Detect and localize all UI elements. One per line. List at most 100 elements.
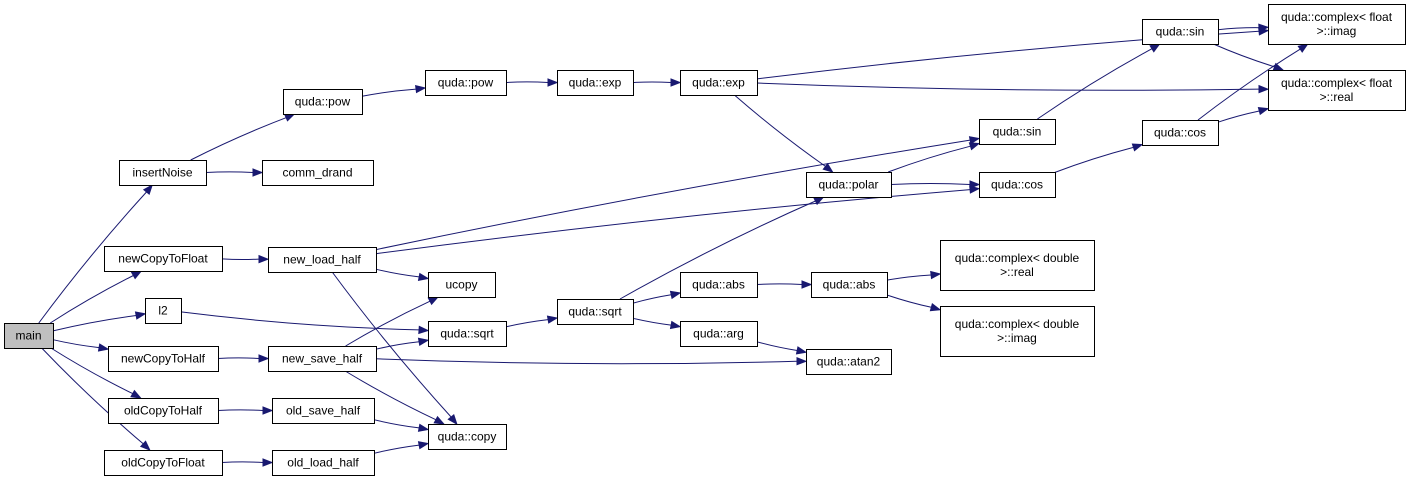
node-old_load_half[interactable]: old_load_half	[272, 450, 375, 476]
node-comm_drand[interactable]: comm_drand	[262, 160, 374, 186]
node-label: >::real	[1320, 90, 1354, 104]
edge-new_save_half-to-atan2	[375, 356, 808, 366]
node-label: new_load_half	[283, 253, 361, 267]
node-cf_real[interactable]: quda::complex< float>::real	[1268, 70, 1406, 111]
arrow-head-icon	[547, 78, 559, 87]
edge-polar-to-cos1	[890, 180, 981, 189]
edge-new_load_half-to-ucopy	[375, 268, 430, 282]
edge-old_save_half-to-copy	[373, 419, 430, 432]
node-box	[283, 89, 363, 115]
node-abs1[interactable]: quda::abs	[680, 272, 758, 298]
node-sqrt1[interactable]: quda::sqrt	[428, 321, 507, 347]
edge-line	[619, 200, 816, 300]
node-box	[1268, 4, 1406, 45]
node-box	[272, 450, 375, 476]
edge-exp2-to-cf_real	[756, 82, 1270, 94]
node-box	[680, 272, 758, 298]
node-old_save_half[interactable]: old_save_half	[272, 398, 375, 424]
node-atan2[interactable]: quda::atan2	[806, 349, 892, 375]
edge-pow2-to-exp1	[505, 78, 559, 87]
arrow-head-icon	[968, 136, 981, 145]
node-sin1[interactable]: quda::sin	[979, 119, 1056, 145]
edge-line	[375, 268, 420, 278]
edge-insertNoise-to-pow1	[190, 113, 296, 161]
node-box	[104, 246, 223, 272]
node-new_save_half[interactable]: new_save_half	[268, 346, 377, 372]
arrow-head-icon	[139, 440, 151, 451]
edge-line	[41, 347, 144, 445]
node-main[interactable]: main	[4, 323, 54, 349]
arrow-head-icon	[258, 254, 270, 264]
edge-line	[1197, 48, 1301, 121]
node-box	[428, 321, 507, 347]
node-insertNoise[interactable]: insertNoise	[119, 160, 207, 186]
node-label: quda::atan2	[817, 355, 881, 369]
node-arg[interactable]: quda::arg	[680, 321, 758, 347]
arrow-head-icon	[969, 185, 981, 194]
node-box	[104, 450, 223, 476]
node-label: >::real	[1000, 265, 1034, 279]
arrow-head-icon	[262, 458, 274, 467]
edge-newCopyToFloat-to-new_load_half	[221, 254, 270, 264]
node-new_load_half[interactable]: new_load_half	[268, 247, 377, 273]
node-label: quda::pow	[438, 76, 494, 90]
node-label: quda::complex< float	[1281, 76, 1393, 90]
node-box	[940, 306, 1095, 357]
node-ucopy[interactable]: ucopy	[428, 272, 496, 298]
edge-line	[1217, 110, 1260, 123]
node-box	[119, 160, 207, 186]
edge-line	[52, 339, 100, 349]
node-cd_real[interactable]: quda::complex< double>::real	[940, 240, 1095, 291]
node-sqrt2[interactable]: quda::sqrt	[557, 299, 634, 325]
node-label: quda::complex< float	[1281, 10, 1393, 24]
node-label: quda::complex< double	[955, 251, 1080, 265]
edge-line	[190, 117, 287, 161]
edge-line	[888, 145, 971, 173]
node-polar[interactable]: quda::polar	[806, 172, 892, 198]
node-label: oldCopyToFloat	[121, 456, 205, 470]
edge-sqrt2-to-abs1	[632, 290, 682, 304]
node-pow2[interactable]: quda::pow	[425, 70, 507, 96]
node-cos1[interactable]: quda::cos	[979, 172, 1056, 198]
node-cd_imag[interactable]: quda::complex< double>::imag	[940, 306, 1095, 357]
node-pow1[interactable]: quda::pow	[283, 89, 363, 115]
edge-line	[217, 357, 260, 359]
node-oldCopyToHalf[interactable]: oldCopyToHalf	[108, 398, 219, 424]
edge-main-to-insertNoise	[38, 183, 154, 324]
edge-abs1-to-abs2	[756, 280, 813, 289]
edge-line	[205, 171, 254, 173]
node-cos2[interactable]: quda::cos	[1142, 120, 1219, 146]
edges-layer	[38, 23, 1309, 467]
edge-cos2-to-cf_imag	[1197, 43, 1309, 121]
edge-insertNoise-to-comm_drand	[205, 168, 264, 177]
node-cf_imag[interactable]: quda::complex< float>::imag	[1268, 4, 1406, 45]
arrow-head-icon	[142, 183, 154, 196]
arrow-head-icon	[417, 337, 430, 347]
node-abs2[interactable]: quda::abs	[811, 272, 888, 298]
edge-line	[756, 283, 803, 285]
node-label: quda::sqrt	[440, 327, 494, 341]
node-exp2[interactable]: quda::exp	[680, 70, 758, 96]
node-exp1[interactable]: quda::exp	[557, 70, 634, 96]
edge-line	[375, 139, 971, 251]
node-box	[806, 172, 892, 198]
arrow-head-icon	[134, 311, 147, 320]
node-copy[interactable]: quda::copy	[428, 424, 507, 450]
edge-line	[373, 444, 420, 454]
edge-exp1-to-exp2	[632, 78, 682, 87]
arrow-head-icon	[1258, 23, 1270, 32]
arrow-head-icon	[822, 162, 834, 173]
node-newCopyToHalf[interactable]: newCopyToHalf	[108, 346, 219, 372]
node-sin2[interactable]: quda::sin	[1142, 19, 1219, 45]
edge-cos1-to-cos2	[1054, 143, 1144, 173]
node-newCopyToFloat[interactable]: newCopyToFloat	[104, 246, 223, 272]
edge-line	[505, 81, 549, 83]
node-label: newCopyToHalf	[121, 352, 206, 366]
node-label: quda::cos	[991, 178, 1043, 192]
node-oldCopyToFloat[interactable]: oldCopyToFloat	[104, 450, 223, 476]
edge-oldCopyToFloat-to-old_load_half	[221, 458, 274, 467]
edge-main-to-l2	[52, 311, 147, 332]
node-l2[interactable]: l2	[145, 298, 182, 324]
edge-exp2-to-polar	[734, 94, 834, 173]
